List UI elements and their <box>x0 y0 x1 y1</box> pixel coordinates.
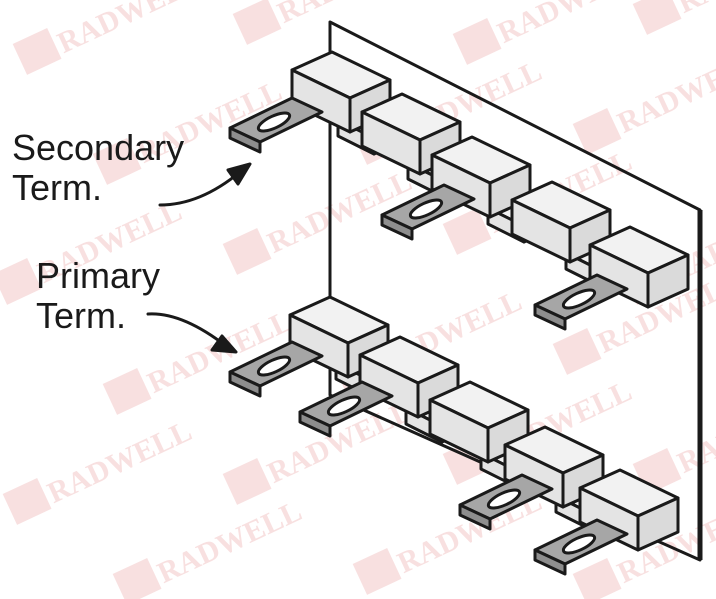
secondary-terminal-tab-5-edge <box>533 303 567 331</box>
secondary-leader-arrow-head <box>226 162 252 186</box>
watermark-block <box>92 137 142 185</box>
watermark-block <box>0 257 42 305</box>
secondary-block-5-side <box>646 253 690 309</box>
primary-label-line2: Term. <box>36 295 126 336</box>
secondary-terminal-tab-3-slot <box>408 198 444 220</box>
primary-leader-arrow-head <box>210 334 238 354</box>
watermark-block <box>352 547 402 595</box>
watermark-block <box>572 557 622 599</box>
secondary-terminal-tab-1-slot <box>256 111 292 133</box>
primary-terminal-tab-5-edge <box>533 548 567 576</box>
primary-leader-arrow-line <box>146 312 228 348</box>
watermark-tile: RADWELL <box>572 44 716 155</box>
primary-label-line1: Primary <box>36 255 160 296</box>
watermark-block <box>452 17 502 65</box>
watermark-tile: RADWELL <box>452 0 647 65</box>
secondary-terminal-tab-3-edge <box>380 213 414 241</box>
watermark-logo-text: RADWELL <box>42 414 196 509</box>
watermark-logo-text: RADWELL <box>272 0 426 30</box>
watermark-block <box>112 557 162 599</box>
watermark-logo-text: RADWELL <box>612 44 716 139</box>
secondary-terminal-tab-5-slot <box>561 288 597 310</box>
primary-terminal-tab-1-slot <box>256 355 292 377</box>
primary-terminal-tab-1-edge <box>228 370 262 398</box>
watermark-tile: RADWELL <box>632 384 716 495</box>
primary-terminal-tab-5-slot <box>561 533 597 555</box>
primary-terminal-tab-4-slot <box>486 488 522 510</box>
watermark-block <box>102 367 152 415</box>
watermark-block <box>232 0 282 45</box>
watermark-logo-text: RADWELL <box>152 494 306 589</box>
watermark-tile: RADWELL <box>12 0 207 75</box>
watermark-block <box>222 457 272 505</box>
watermark-tile: RADWELL <box>2 414 197 525</box>
watermark-logo-text: RADWELL <box>672 384 716 479</box>
secondary-label-line1: Secondary <box>12 127 185 168</box>
watermark-block <box>632 0 682 35</box>
watermark-tile: RADWELL <box>632 0 716 35</box>
secondary-term-label: Secondary Term. <box>12 128 184 208</box>
watermark-logo-text: RADWELL <box>52 0 206 60</box>
watermark-block <box>12 27 62 75</box>
watermark-block <box>552 327 602 375</box>
primary-terminal-tab-4-edge <box>458 503 492 531</box>
secondary-label-line2: Term. <box>12 167 102 208</box>
watermark-block <box>442 207 492 255</box>
secondary-leader-arrow-line <box>158 170 242 207</box>
watermark-block <box>2 477 52 525</box>
watermark-block <box>222 227 272 275</box>
watermark-logo-text: RADWELL <box>492 0 646 50</box>
drawing-layer <box>146 20 703 576</box>
primary-terminal-tab-2-slot <box>326 395 362 417</box>
primary-term-label: Primary Term. <box>36 256 160 336</box>
secondary-terminal-tab-1-edge <box>228 126 262 154</box>
primary-terminal-tab-2-edge <box>298 410 332 438</box>
watermark-tile: RADWELL <box>112 494 307 599</box>
watermark-block <box>572 107 622 155</box>
primary-block-5-side <box>636 496 680 552</box>
